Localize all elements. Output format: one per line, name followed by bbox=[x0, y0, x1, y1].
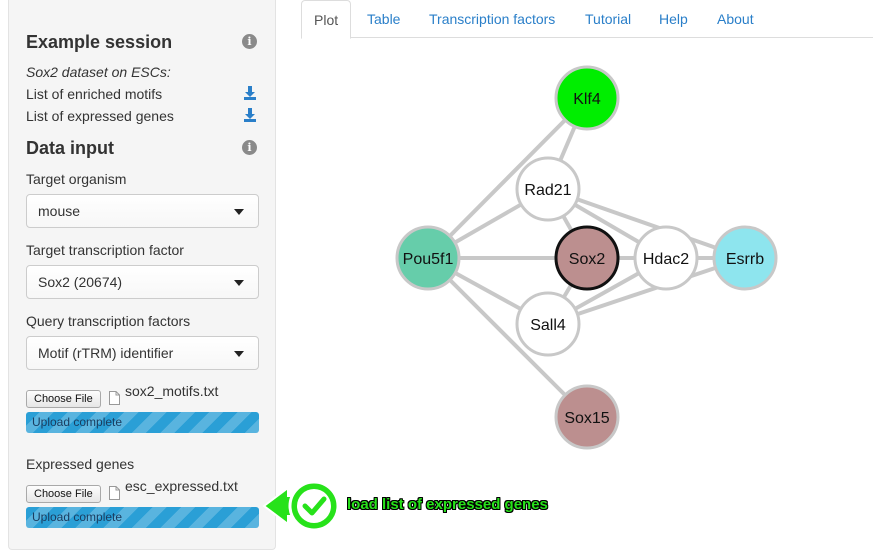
tab-table[interactable]: Table bbox=[367, 11, 401, 27]
target-tf-select[interactable]: Sox2 (20674) bbox=[26, 265, 259, 299]
file-name: sox2_motifs.txt bbox=[125, 383, 219, 399]
organism-select[interactable]: mouse bbox=[26, 194, 259, 228]
edge bbox=[547, 187, 746, 260]
upload-progress-bar: Upload complete bbox=[26, 507, 259, 528]
node-klf4[interactable]: Klf4 bbox=[554, 65, 620, 131]
node-esrrb[interactable]: Esrrb bbox=[712, 225, 778, 291]
organism-label: Target organism bbox=[26, 171, 127, 187]
file-icon bbox=[109, 391, 120, 405]
node-label: Sox15 bbox=[564, 410, 609, 427]
caret-down-icon bbox=[234, 209, 244, 215]
info-icon[interactable]: i bbox=[242, 140, 257, 155]
node-hdac2[interactable]: Hdac2 bbox=[633, 225, 699, 291]
enriched-motifs-link[interactable]: List of enriched motifs bbox=[26, 86, 163, 102]
annotation-text: load list of expressed genes bbox=[347, 496, 548, 513]
target-tf-value: Sox2 (20674) bbox=[38, 274, 123, 290]
organism-value: mouse bbox=[38, 203, 81, 219]
choose-file-button[interactable]: Choose File bbox=[26, 485, 101, 503]
query-tf-value: Motif (rTRM) identifier bbox=[38, 345, 174, 361]
caret-down-icon bbox=[234, 280, 244, 286]
tab-transcription-factors[interactable]: Transcription factors bbox=[429, 11, 556, 27]
edge bbox=[426, 256, 589, 419]
tab-help[interactable]: Help bbox=[659, 11, 688, 27]
target-tf-label: Target transcription factor bbox=[26, 242, 184, 258]
annotation-callout bbox=[262, 480, 340, 532]
data-input-title: Data input bbox=[26, 138, 114, 158]
node-sox2[interactable]: Sox2 bbox=[554, 225, 620, 291]
example-session-title: Example session bbox=[26, 32, 173, 52]
tab-tutorial[interactable]: Tutorial bbox=[585, 11, 632, 27]
tab-plot[interactable]: Plot bbox=[301, 0, 352, 39]
node-label: Klf4 bbox=[573, 91, 601, 108]
tab-about[interactable]: About bbox=[717, 11, 754, 27]
file-icon bbox=[109, 486, 120, 500]
node-label: Sox2 bbox=[569, 251, 606, 268]
node-sox15[interactable]: Sox15 bbox=[554, 384, 620, 450]
caret-down-icon bbox=[234, 351, 244, 357]
edge bbox=[547, 256, 746, 326]
query-tf-select[interactable]: Motif (rTRM) identifier bbox=[26, 336, 259, 370]
upload-status: Upload complete bbox=[32, 510, 123, 524]
node-rad21[interactable]: Rad21 bbox=[515, 156, 581, 222]
edge bbox=[426, 96, 589, 260]
file-name: esc_expressed.txt bbox=[125, 478, 238, 494]
choose-file-button[interactable]: Choose File bbox=[26, 390, 101, 408]
node-label: Rad21 bbox=[524, 182, 571, 199]
dataset-label: Sox2 dataset on ESCs: bbox=[26, 64, 171, 80]
upload-status: Upload complete bbox=[32, 415, 123, 429]
expressed-genes-label: Expressed genes bbox=[26, 456, 135, 472]
node-sall4[interactable]: Sall4 bbox=[515, 291, 581, 357]
query-tf-label: Query transcription factors bbox=[26, 313, 191, 329]
expressed-genes-link[interactable]: List of expressed genes bbox=[26, 108, 174, 124]
arrow-left-icon bbox=[262, 486, 293, 526]
download-icon[interactable] bbox=[242, 107, 258, 123]
node-label: Pou5f1 bbox=[403, 251, 454, 268]
node-label: Sall4 bbox=[530, 317, 566, 334]
tab-bar: Plot Table Transcription factors Tutoria… bbox=[301, 0, 873, 39]
download-icon[interactable] bbox=[242, 85, 258, 101]
node-pou5f1[interactable]: Pou5f1 bbox=[395, 225, 461, 291]
node-label: Esrrb bbox=[726, 251, 764, 268]
check-icon bbox=[302, 496, 327, 516]
sidebar-panel: Example session i Sox2 dataset on ESCs: … bbox=[8, 0, 276, 550]
info-icon[interactable]: i bbox=[242, 34, 257, 49]
upload-progress-bar: Upload complete bbox=[26, 412, 259, 433]
node-label: Hdac2 bbox=[643, 251, 689, 268]
